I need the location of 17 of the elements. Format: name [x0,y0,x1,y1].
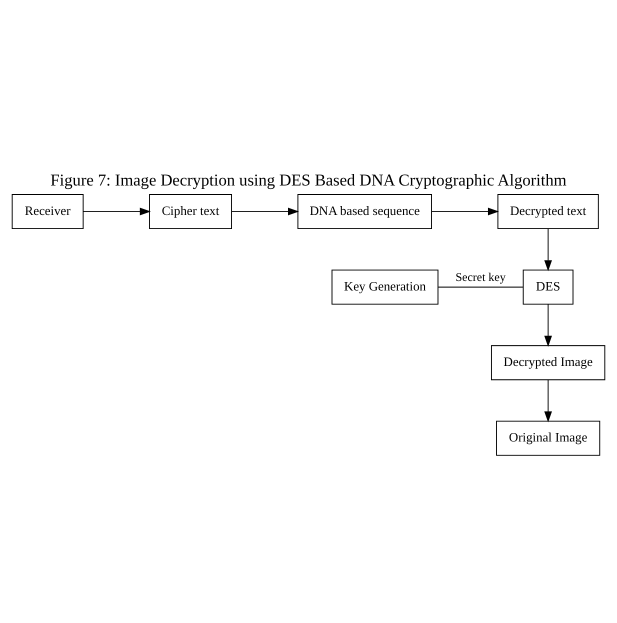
node-box: Decrypted text [497,194,599,229]
arrow [82,207,151,215]
connector [438,286,524,288]
node-box: DNA based sequence [297,194,432,229]
arrow [544,303,552,346]
node-box: DES [522,269,574,304]
edge-label: Secret key [456,270,506,284]
node-box: Cipher text [149,194,232,229]
arrow [544,379,552,422]
arrow [544,228,552,271]
arrow [231,207,300,215]
node-box: Original Image [496,420,600,456]
diagram-title: Figure 7: Image Decryption using DES Based DNA Cryptographic Algorithm [50,170,567,190]
arrow [431,207,500,215]
node-box: Receiver [12,194,84,229]
node-box: Decrypted Image [490,344,606,380]
node-box: Key Generation [332,269,438,304]
